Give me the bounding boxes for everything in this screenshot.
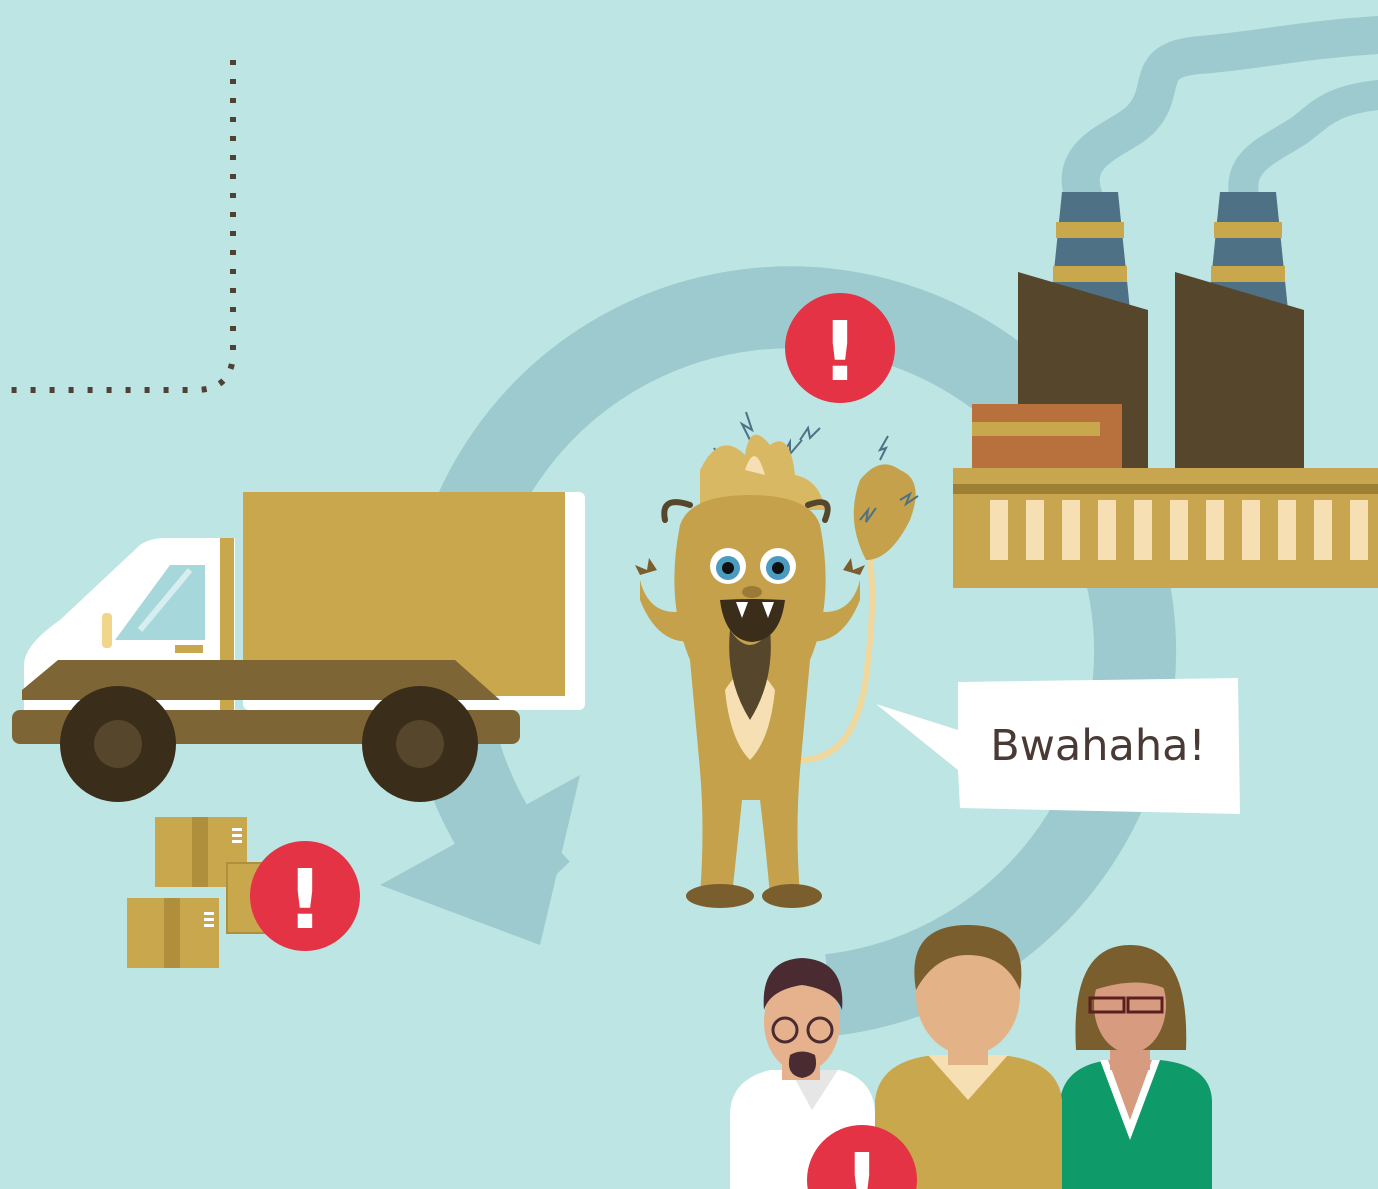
alert-glyph-boxes: ! [286, 853, 323, 948]
truck-wheel-front [60, 686, 176, 802]
people-group-icon [730, 925, 1212, 1189]
speech-bubble-text: Bwahaha! [990, 721, 1205, 771]
alert-badge-top: ! [785, 293, 895, 403]
truck-wheel-rear [362, 686, 478, 802]
alert-glyph-top: ! [821, 305, 858, 400]
alert-glyph-people: ! [843, 1137, 880, 1189]
alert-badge-boxes: ! [250, 841, 360, 951]
